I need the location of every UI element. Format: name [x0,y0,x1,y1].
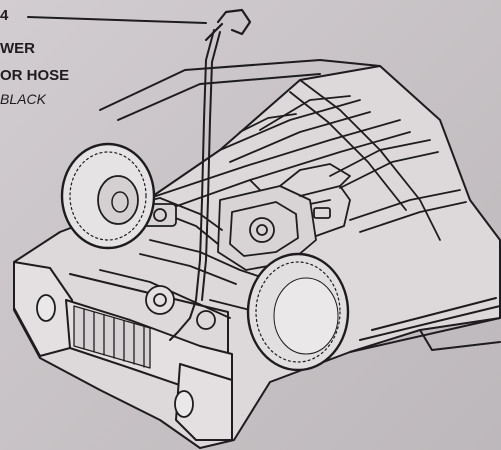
engine-block [217,163,351,271]
hose-assembly [169,8,252,341]
frame-rails [149,79,467,241]
callout-color-label: BLACK [0,91,46,107]
left-front-tire [60,142,156,250]
headlights [36,294,194,418]
callout-leader-line [27,16,207,24]
grille [73,305,151,369]
callout-label-line-1: WER [0,40,35,57]
callout-label-line-2: OR HOSE [0,67,70,84]
right-front-tire [246,252,350,372]
callout-part-number: 4 [0,7,9,24]
pulley-assembly [145,285,216,330]
